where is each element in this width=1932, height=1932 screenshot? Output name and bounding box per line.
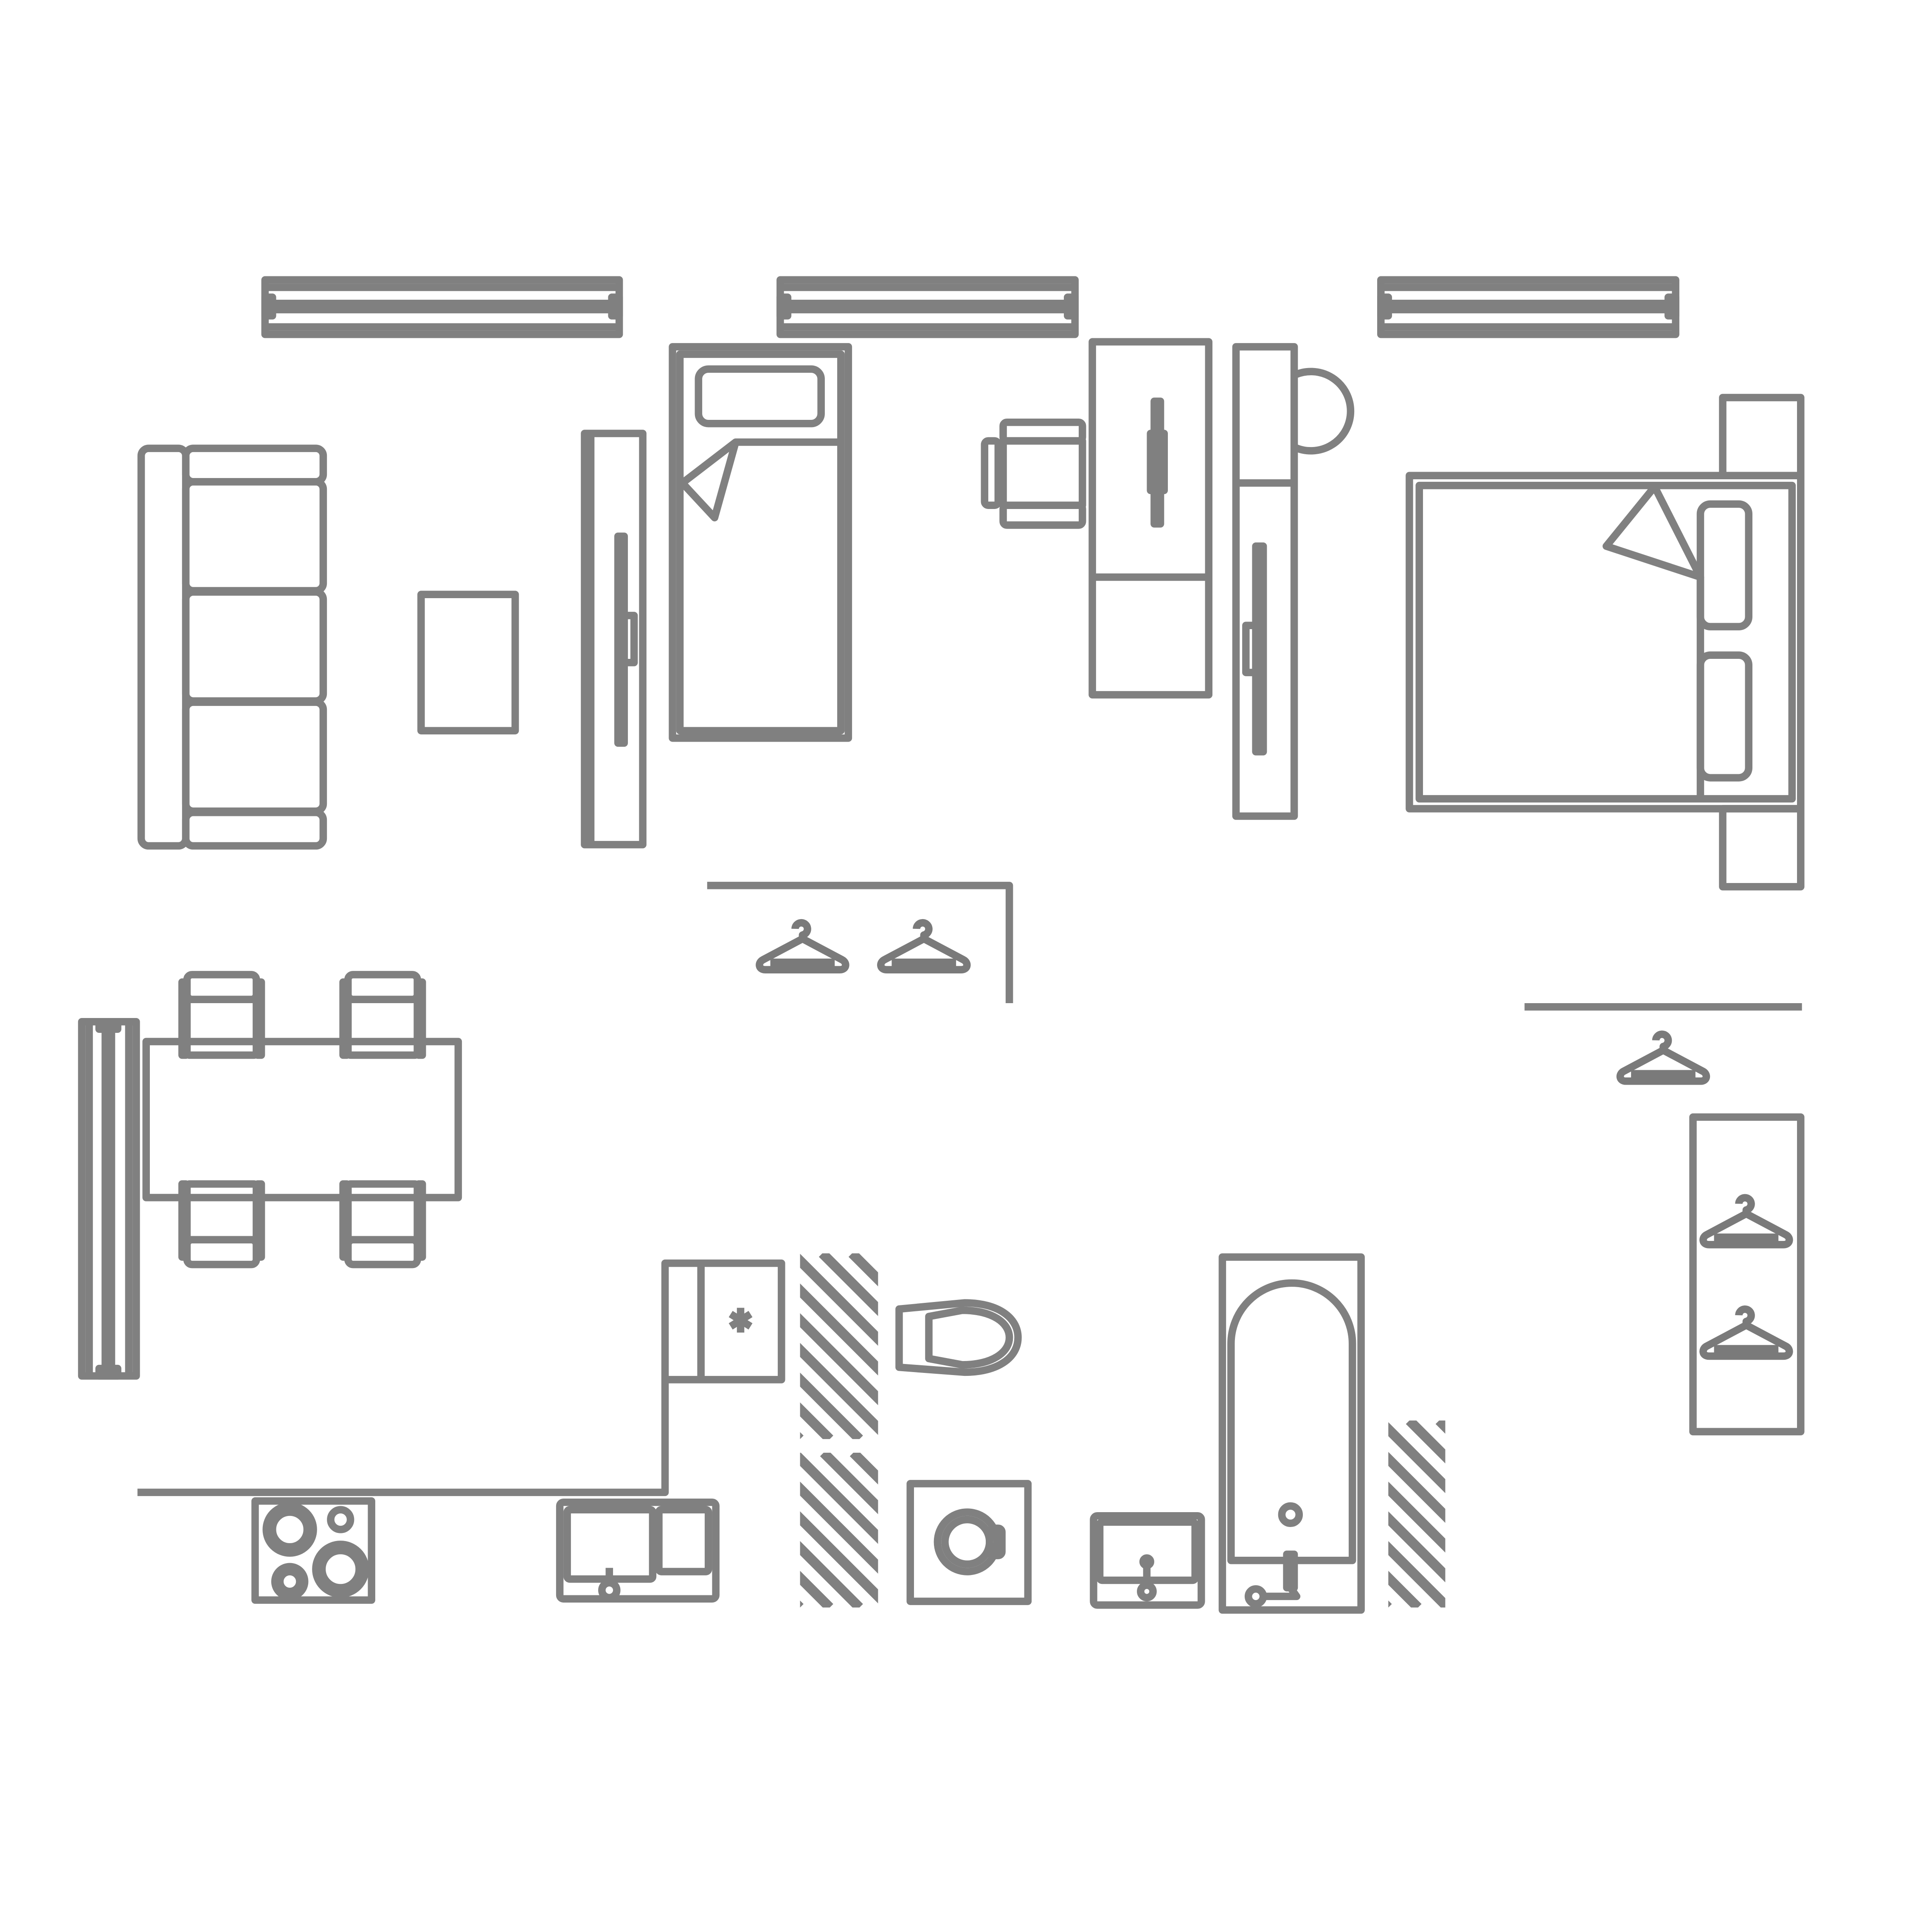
bathroom-sink [1090,1512,1205,1609]
window-1 [261,276,623,338]
hatch-line [818,1253,878,1316]
tall-cabinet [1232,343,1298,820]
closet-right [1689,1113,1805,1436]
hatch-line [800,1511,878,1603]
single-bed [669,343,852,742]
hatch-line [1388,1541,1445,1608]
hatch-line [1406,1420,1445,1464]
hatch-line [800,1482,878,1574]
fridge [661,1259,785,1384]
desk [1088,338,1213,699]
coat-hanger-2 [877,919,971,974]
wardrobe-left [581,430,647,849]
kitchen-counter-wall [137,1379,669,1496]
coat-hanger-1 [756,919,849,974]
dining-chair-bottom-right [339,1180,426,1268]
dining-chair-top-right [339,971,426,1059]
coat-hanger-3 [1616,1030,1710,1085]
hatch-line [1388,1422,1445,1493]
cooktop [251,1497,375,1604]
floor-hatching-1 [800,1253,878,1439]
double-bed [1406,394,1805,891]
coat-hanger-4 [1699,1194,1793,1249]
hatch-line [800,1313,878,1406]
radiator [78,1018,140,1380]
hatch-line [820,1453,878,1514]
hatch-line [800,1372,863,1439]
desk-chair [981,419,1086,529]
round-side-table [1292,368,1355,455]
window-3 [1377,276,1679,338]
hatch-line [800,1283,878,1376]
dining-table [142,1038,462,1201]
hatch-line [800,1571,833,1608]
floor-hatching-2 [800,1453,878,1608]
washing-machine [906,1480,1032,1605]
hatch-line [800,1343,878,1435]
coat-hanger-5 [1699,1305,1793,1360]
hatch-line [800,1541,863,1608]
toilet [895,1299,1022,1376]
kitchen-sink [556,1498,720,1603]
plan-linework [78,276,1805,1614]
hatch-line [1388,1482,1445,1553]
sofa [137,444,327,850]
hatch-line [800,1453,878,1544]
hatch-line [1388,1452,1445,1523]
coffee-table [417,591,519,734]
hatch-line [800,1254,878,1346]
bathtub [1218,1253,1365,1614]
floor-hatching-3 [1388,1420,1445,1608]
window-2 [776,276,1079,338]
dining-chair-top-left [178,971,265,1059]
dining-chair-bottom-left [178,1180,265,1268]
closet-wall-center [707,882,1013,1004]
